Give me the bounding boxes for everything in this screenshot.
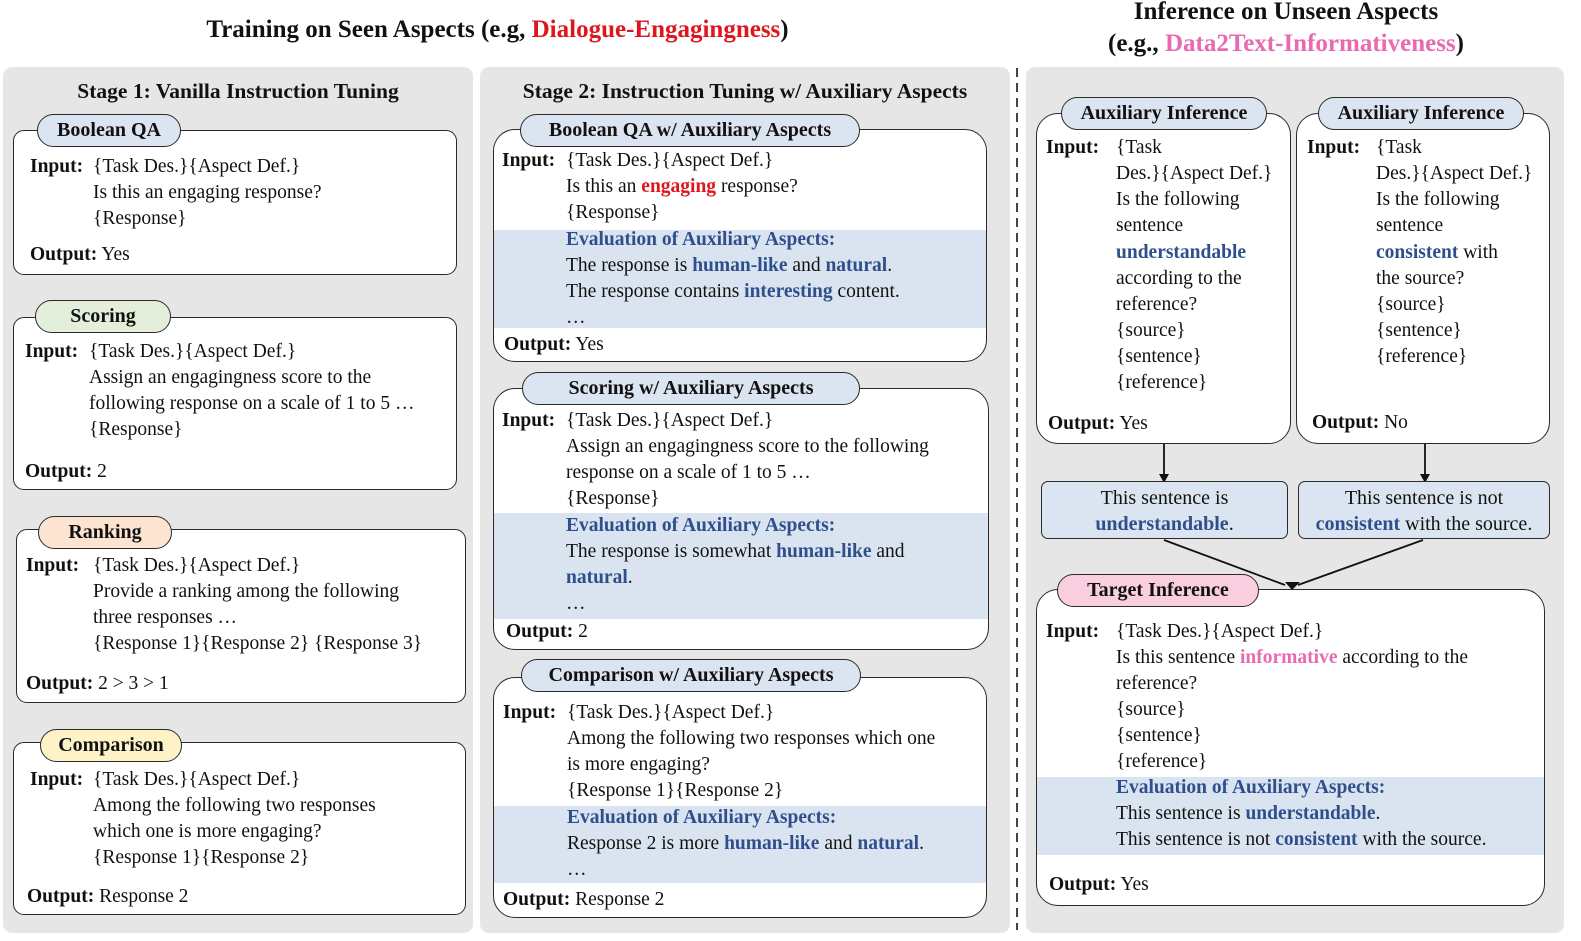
- stage2-boolean-highlight: [494, 230, 986, 328]
- stage1-scoring-label: Scoring: [35, 300, 171, 333]
- aux-inference-2-card: [1296, 113, 1550, 444]
- stage2-comparison-card: [493, 677, 987, 918]
- target-inference-label: Target Inference: [1057, 574, 1259, 607]
- inference-title-line2: (e.g., Data2Text-Informativeness): [1108, 30, 1464, 57]
- aux-inference-1-card: [1036, 113, 1291, 444]
- aux-result-2: This sentence is not consistent with the…: [1298, 481, 1550, 539]
- inference-aspect: Data2Text-Informativeness: [1164, 30, 1456, 57]
- stage2-scoring-label: Scoring w/ Auxiliary Aspects: [522, 372, 860, 405]
- stage2-comparison-label: Comparison w/ Auxiliary Aspects: [521, 659, 861, 692]
- aux-inference-2-label: Auxiliary Inference: [1318, 97, 1524, 130]
- stage1-title: Stage 1: Vanilla Instruction Tuning: [77, 79, 399, 103]
- stage1-comparison-card: [13, 742, 466, 915]
- target-highlight: [1037, 777, 1544, 855]
- aux-inference-1-label: Auxiliary Inference: [1061, 97, 1267, 130]
- stage2-scoring-highlight: [494, 513, 988, 619]
- stage2-title: Stage 2: Instruction Tuning w/ Auxiliary…: [522, 79, 968, 103]
- training-title: Training on Seen Aspects (e.g, Dialogue-…: [206, 16, 789, 43]
- inference-title-line1: Inference on Unseen Aspects: [1133, 0, 1439, 25]
- stage2-scoring-card: [493, 388, 989, 650]
- aux-result-1: This sentence is understandable.: [1041, 481, 1288, 539]
- stage2-boolean-label: Boolean QA w/ Auxiliary Aspects: [520, 114, 860, 147]
- stage2-boolean-card: [493, 129, 987, 362]
- stage1-scoring-card: [13, 317, 457, 490]
- training-aspect: Dialogue-Engagingness: [531, 16, 781, 43]
- stage1-comparison-label: Comparison: [40, 729, 182, 762]
- stage1-boolean-label: Boolean QA: [37, 114, 181, 147]
- target-inference-card: [1036, 589, 1545, 906]
- stage1-ranking-card: [16, 529, 466, 703]
- stage1-boolean-card: [13, 130, 457, 275]
- stage1-ranking-label: Ranking: [38, 516, 172, 549]
- stage2-comparison-highlight: [494, 806, 986, 883]
